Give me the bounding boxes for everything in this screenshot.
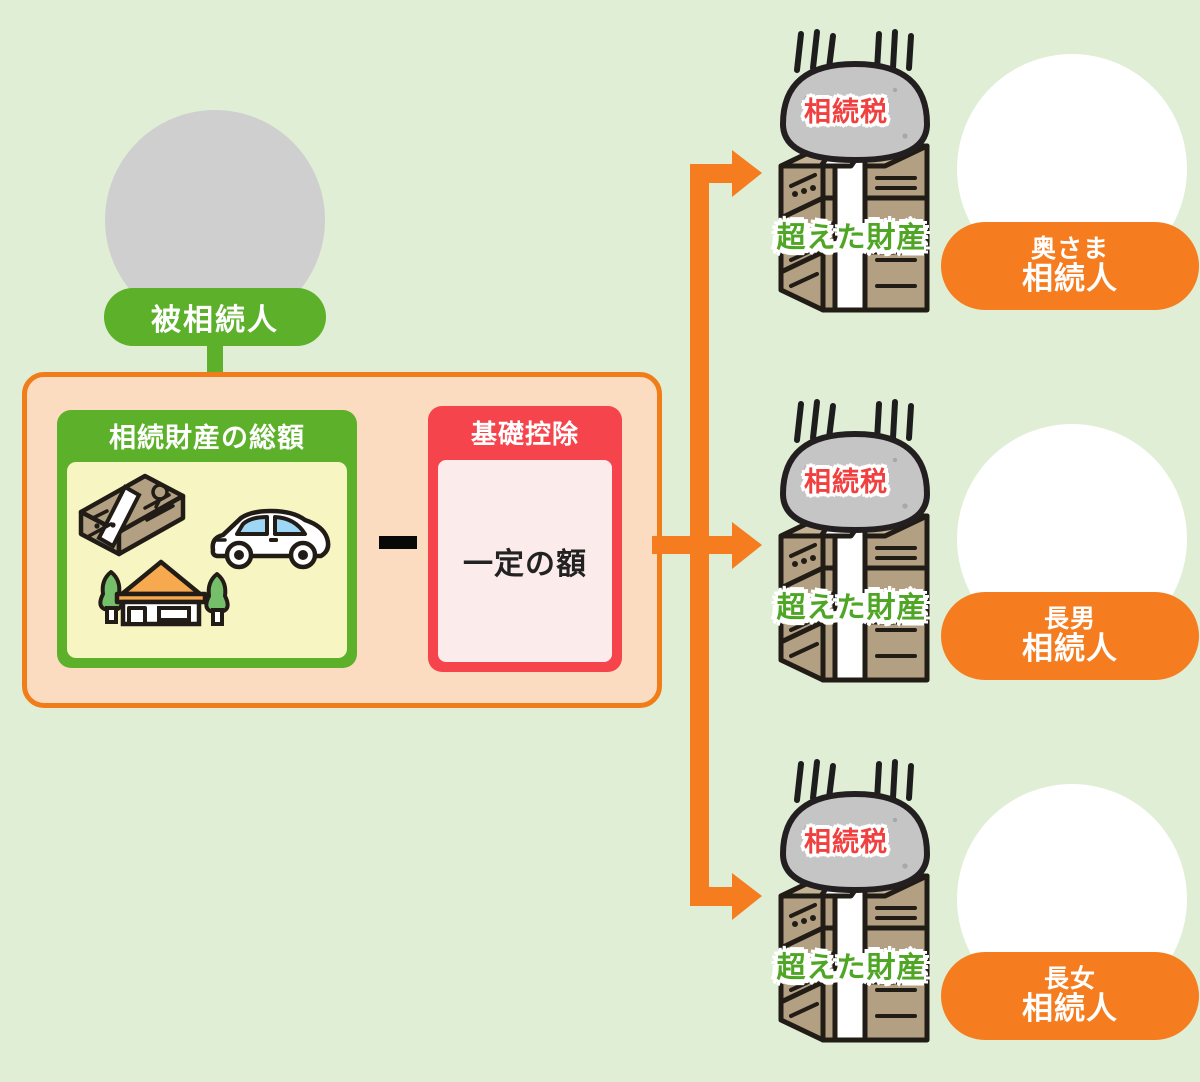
gray-weight-rock-icon (779, 60, 931, 164)
minus-sign-icon (379, 536, 417, 549)
heir-tax-burden-illustration: 相続税 超えた財産 (755, 758, 955, 1078)
inheritance-tax-label: 相続税 (804, 467, 888, 498)
basic-deduction-header: 基礎控除 (428, 406, 622, 458)
excess-assets-label: 超えた財産 (776, 950, 927, 984)
basic-deduction-value: 一定の額 (463, 547, 587, 582)
money-stack-bundles-icon (778, 143, 930, 313)
estate-total-header: 相続財産の総額 (57, 410, 357, 460)
basic-deduction-title: 基礎控除 (470, 419, 579, 450)
decedent-label: 被相続人 (151, 303, 279, 338)
basic-deduction-value-panel: 一定の額 (438, 460, 612, 662)
heir-status-label: 相続人 (1022, 261, 1118, 298)
heir-role-label: 奥さま (1030, 234, 1109, 264)
heir-label-pill: 長女 相続人 (941, 952, 1199, 1040)
heir-status-label: 相続人 (1022, 991, 1118, 1028)
estate-assets-panel (67, 462, 347, 658)
gray-weight-rock-icon (779, 790, 931, 894)
estate-total-title: 相続財産の総額 (109, 422, 305, 454)
estate-assets-illustration (78, 473, 331, 627)
inheritance-tax-label: 相続税 (804, 97, 888, 128)
heir-status-label: 相続人 (1022, 631, 1118, 668)
heir-label-pill: 長男 相続人 (941, 592, 1199, 680)
heir-tax-burden-illustration: 相続税 超えた財産 (755, 398, 955, 718)
car-icon (210, 508, 331, 570)
orange-branching-arrow-icon (640, 140, 770, 930)
house-with-trees-icon (98, 559, 230, 627)
heir-role-label: 長男 (1043, 604, 1096, 634)
gray-weight-rock-icon (779, 430, 931, 534)
excess-assets-label: 超えた財産 (776, 590, 927, 624)
inheritance-tax-label: 相続税 (804, 827, 888, 858)
money-bundle-icon (78, 473, 186, 557)
decedent-label-pill: 被相続人 (104, 288, 326, 346)
heir-row: 相続税 超えた財産 (755, 398, 1200, 718)
heir-row: 相続税 超えた財産 (755, 28, 1200, 348)
heir-role-label: 長女 (1043, 964, 1096, 994)
excess-assets-label: 超えた財産 (776, 220, 927, 254)
heir-row: 相続税 超えた財産 (755, 758, 1200, 1078)
heir-label-pill: 奥さま 相続人 (941, 222, 1199, 310)
heir-tax-burden-illustration: 相続税 超えた財産 (755, 28, 955, 348)
speed-lines-icon (794, 759, 914, 803)
